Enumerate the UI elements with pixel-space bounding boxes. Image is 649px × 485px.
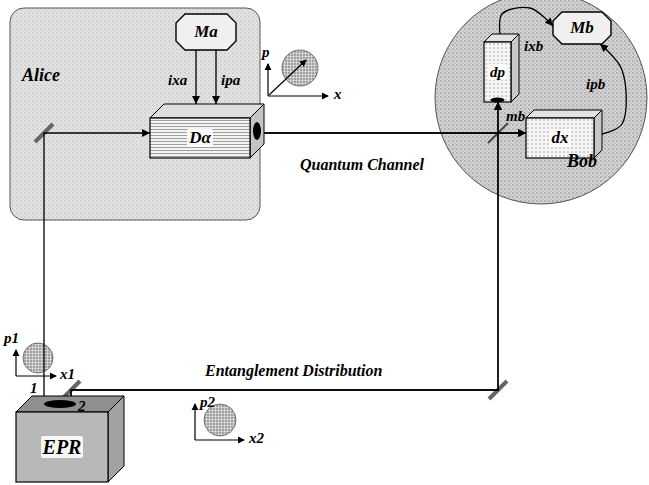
signal-label: ipa — [221, 72, 240, 89]
region-title: Bob — [567, 152, 597, 172]
epr-source: EPR — [16, 396, 124, 482]
box-label: dp — [488, 64, 507, 81]
detector-box: dx — [526, 110, 602, 158]
region-outline — [435, 0, 647, 204]
lab-region: Bob dp dx Mb — [435, 0, 647, 204]
signal-label: ixb — [524, 38, 543, 55]
lab-region: Alice MaDα — [10, 8, 260, 220]
detector-box: dp — [484, 34, 519, 102]
beam-line — [71, 133, 526, 396]
box-label: Ma — [194, 23, 218, 42]
box-face: dp — [484, 42, 511, 102]
axis-label: x2 — [249, 430, 264, 447]
box-face: Dα — [150, 118, 250, 158]
measurement-unit: Ma — [176, 14, 236, 50]
beam-line — [44, 133, 150, 396]
signal-label: ixa — [168, 72, 187, 89]
box-face: Ma — [176, 14, 236, 50]
axis-label: p — [262, 44, 270, 61]
region-title: Alice — [22, 66, 60, 86]
beam-number: 1 — [30, 380, 38, 397]
measurement-unit: Mb — [553, 12, 611, 44]
axis-label: x — [334, 86, 342, 103]
box-face: dx — [526, 118, 594, 158]
channel-label: Entanglement Distribution — [205, 362, 382, 380]
axis-label: p1 — [4, 330, 19, 347]
box-face: EPR — [16, 412, 108, 482]
phase-space-plot — [268, 50, 328, 96]
box-label: Mb — [570, 19, 594, 38]
beam-line — [195, 50, 196, 104]
beam-line — [264, 102, 498, 133]
axis-label: x1 — [60, 366, 75, 383]
component-label: mb — [506, 108, 525, 125]
phase-space-plot — [16, 343, 56, 376]
displacement-box: Dα — [150, 104, 264, 158]
box-label: EPR — [41, 436, 84, 458]
beam-line — [71, 102, 498, 396]
beam-line — [215, 50, 216, 104]
signal-arrow — [500, 7, 553, 34]
signal-label: ipb — [586, 76, 605, 93]
box-label: dx — [550, 129, 571, 148]
box-label: Dα — [187, 129, 213, 148]
axis-label: p2 — [200, 394, 215, 411]
channel-label: Quantum Channel — [300, 156, 424, 174]
box-face: Mb — [553, 12, 611, 44]
beam-number: 2 — [78, 398, 86, 415]
